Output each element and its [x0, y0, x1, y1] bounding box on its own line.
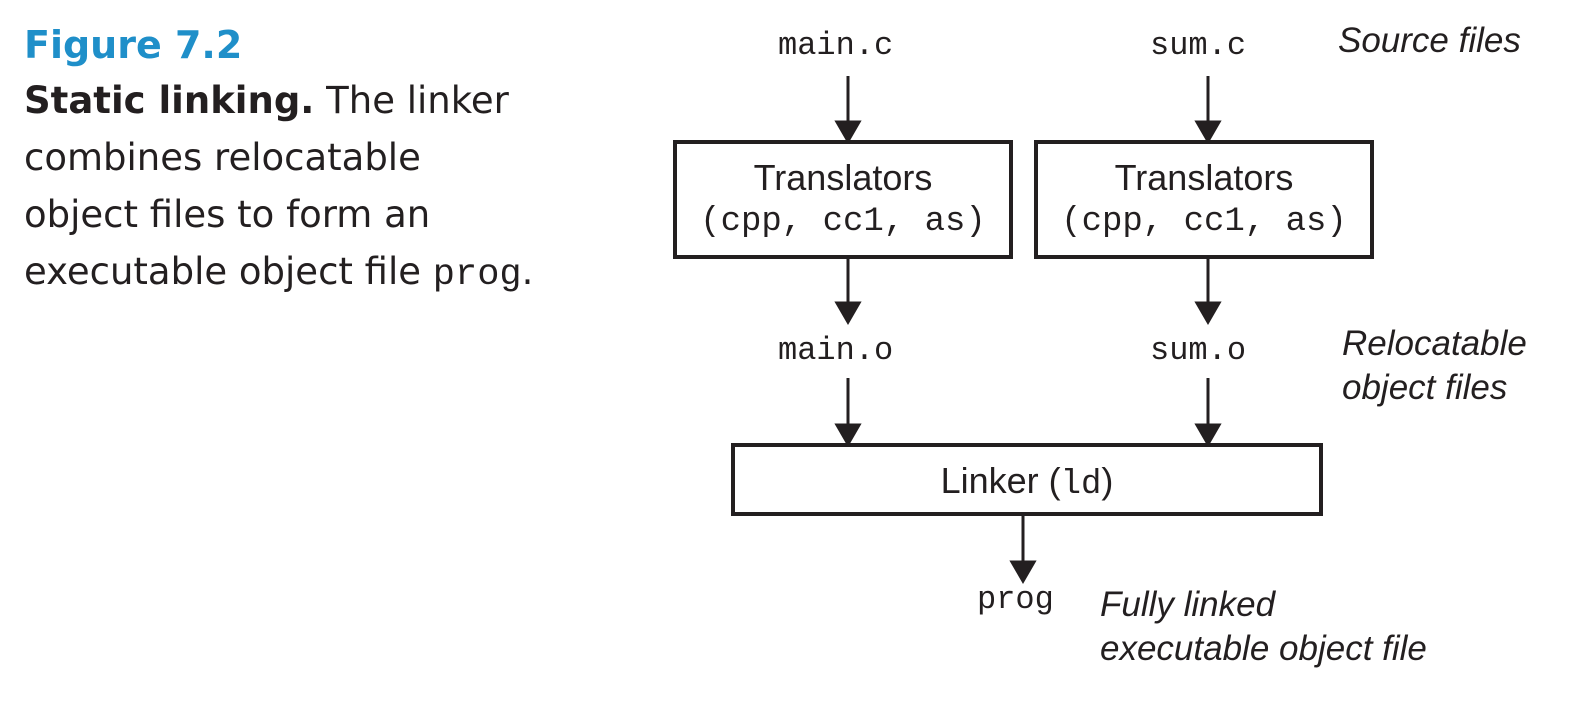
object-sum-o: sum.o	[1150, 332, 1247, 369]
arrowhead-sum-c	[1194, 120, 1222, 144]
note-relocatable-line2: object files	[1342, 368, 1508, 407]
caption-code-term: prog	[432, 254, 522, 296]
source-sum-c: sum.c	[1150, 27, 1247, 64]
figure-number: Figure 7.2	[24, 23, 243, 67]
arrowhead-linker-left	[834, 423, 862, 447]
arrowhead-main-o	[834, 301, 862, 325]
note-executable-line2: executable object file	[1100, 629, 1427, 668]
caption-title: Static linking.	[24, 79, 315, 122]
translator-title: Translators	[1114, 157, 1294, 198]
translator-tools: (cpp, cc1, as)	[700, 203, 986, 241]
object-main-o: main.o	[778, 332, 894, 369]
figure-caption: Figure 7.2 Static linking. The linker co…	[24, 22, 544, 304]
source-main-c: main.c	[778, 27, 894, 64]
output-prog: prog	[977, 581, 1054, 618]
translator-tools: (cpp, cc1, as)	[1061, 203, 1347, 241]
translator-title: Translators	[753, 157, 933, 198]
arrowhead-prog	[1009, 560, 1037, 584]
caption-end: .	[521, 250, 534, 293]
linker-code: ld	[1060, 466, 1102, 504]
linker-label: Linker (	[940, 460, 1061, 501]
linker-box: Linker (ld)	[731, 443, 1323, 516]
note-executable-line1: Fully linked	[1100, 585, 1276, 624]
note-source-files: Source files	[1338, 21, 1521, 60]
note-relocatable-line1: Relocatable	[1342, 324, 1527, 363]
translator-box-main: Translators (cpp, cc1, as)	[673, 140, 1013, 259]
arrowhead-sum-o	[1194, 301, 1222, 325]
translator-box-sum: Translators (cpp, cc1, as)	[1034, 140, 1374, 259]
caption-text: Static linking. The linker combines relo…	[24, 72, 544, 304]
caption-body: The linker combines relocatable object f…	[24, 79, 509, 293]
arrowhead-linker-right	[1194, 423, 1222, 447]
arrowhead-main-c	[834, 120, 862, 144]
linker-label-end: )	[1101, 460, 1114, 501]
